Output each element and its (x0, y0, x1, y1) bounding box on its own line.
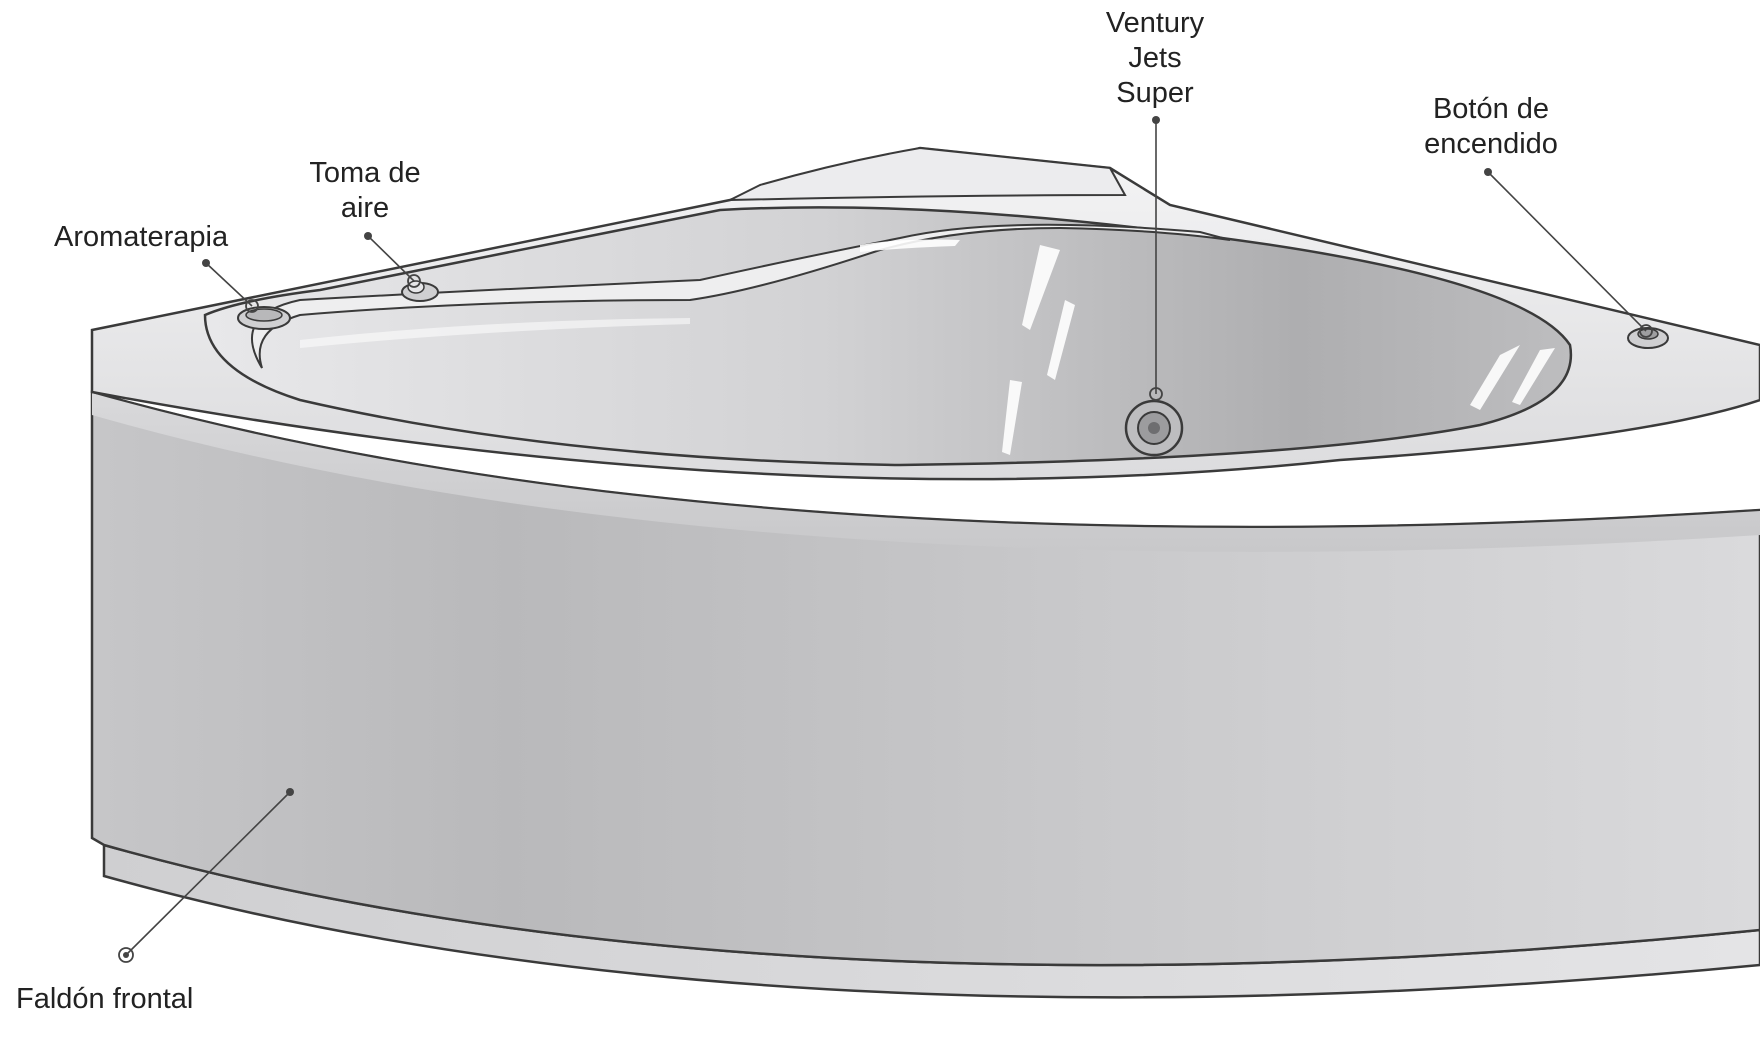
label-ventury-jets: Ventury Jets Super (1080, 6, 1230, 111)
label-ventury-jets-line-2: Jets (1128, 42, 1182, 74)
power-button-fitting (1627, 327, 1669, 349)
label-toma-de-aire-line-1: Toma de (309, 157, 421, 189)
seat-ledge (251, 223, 1231, 369)
label-ventury-jets-line-3: Super (1116, 77, 1194, 109)
basin (203, 206, 1573, 467)
label-faldon-frontal-line-1: Faldón frontal (16, 983, 194, 1015)
leader-dots (202, 116, 1492, 796)
label-boton-encendido: Botón de encendido (1408, 92, 1574, 162)
leader-lines (125, 120, 1647, 956)
label-toma-de-aire: Toma de aire (292, 156, 438, 226)
label-aromaterapia-line-1: Aromaterapia (54, 221, 229, 253)
label-boton-encendido-line-2: encendido (1424, 128, 1558, 160)
leader-endpoints (118, 274, 1653, 963)
rim-corner-step (729, 146, 1127, 201)
label-faldon-frontal: Faldón frontal (16, 982, 193, 1017)
aromatherapy-fitting (237, 306, 291, 330)
label-aromaterapia: Aromaterapia (54, 220, 228, 255)
water-reflections (300, 239, 1555, 455)
label-toma-de-aire-line-2: aire (340, 192, 390, 224)
skirt-band (92, 392, 1760, 552)
ventury-jet (1124, 399, 1184, 457)
label-boton-encendido-line-1: Botón de (1432, 93, 1550, 125)
label-ventury-jets-line-1: Ventury (1105, 7, 1205, 39)
